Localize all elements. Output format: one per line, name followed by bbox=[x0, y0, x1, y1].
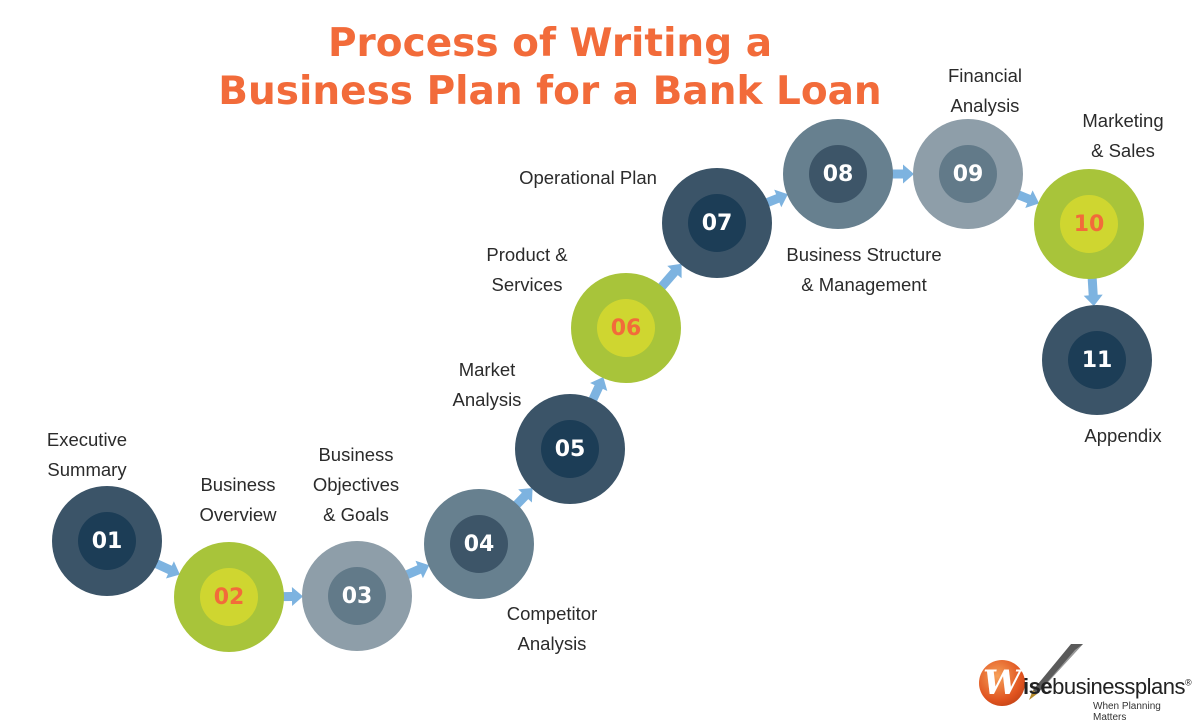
logo-wordmark: isebusinessplans® bbox=[1023, 674, 1192, 699]
step-03-number: 03 bbox=[328, 567, 386, 625]
fountain-pen-icon bbox=[1029, 644, 1083, 700]
step-11-number: 11 bbox=[1068, 331, 1126, 389]
step-01-number: 01 bbox=[78, 512, 136, 570]
title-line-2: Business Plan for a Bank Loan bbox=[218, 69, 882, 114]
step-09-number: 09 bbox=[939, 145, 997, 203]
step-04-number: 04 bbox=[450, 515, 508, 573]
step-10-label: Marketing& Sales bbox=[1082, 110, 1164, 161]
arrow-06-to-07 bbox=[657, 263, 682, 291]
step-10-circle: 10 bbox=[1034, 169, 1144, 279]
wisebusinessplans-logo: W isebusinessplans® When Planning Matter… bbox=[975, 640, 1195, 720]
arrow-02-to-03 bbox=[282, 587, 303, 606]
step-09-circle: 09 bbox=[913, 119, 1023, 229]
step-11-circle: 11 bbox=[1042, 305, 1152, 415]
step-03-circle: 03 bbox=[302, 541, 412, 651]
step-06-number: 06 bbox=[597, 299, 655, 357]
arrow-07-to-08 bbox=[764, 189, 788, 208]
step-01-circle: 01 bbox=[52, 486, 162, 596]
logo-tagline: When Planning Matters bbox=[1093, 701, 1161, 720]
step-05-circle: 05 bbox=[515, 394, 625, 504]
step-10-number: 10 bbox=[1060, 195, 1118, 253]
step-08-number: 08 bbox=[809, 145, 867, 203]
logo-w-mark: W bbox=[979, 660, 1025, 706]
arrow-01-to-02 bbox=[153, 559, 180, 579]
arrow-04-to-05 bbox=[512, 488, 533, 509]
step-04-circle: 04 bbox=[424, 489, 534, 599]
step-06-circle: 06 bbox=[571, 273, 681, 383]
title-line-1: Process of Writing a bbox=[327, 21, 773, 66]
step-05-number: 05 bbox=[541, 420, 599, 478]
step-08-label: Business Structure& Management bbox=[786, 244, 942, 295]
step-02-number: 02 bbox=[200, 568, 258, 626]
arrow-09-to-10 bbox=[1015, 190, 1040, 208]
arrow-08-to-09 bbox=[891, 164, 914, 184]
arrow-10-to-11 bbox=[1083, 276, 1103, 307]
step-06-label: Product &Services bbox=[486, 244, 568, 295]
step-02-circle: 02 bbox=[174, 542, 284, 652]
step-07-circle: 07 bbox=[662, 168, 772, 278]
step-07-label: Operational Plan bbox=[519, 167, 657, 188]
step-07-number: 07 bbox=[688, 194, 746, 252]
arrow-03-to-04 bbox=[404, 560, 430, 580]
arrow-05-to-06 bbox=[588, 377, 608, 403]
step-08-circle: 08 bbox=[783, 119, 893, 229]
step-11-label: Appendix bbox=[1084, 425, 1162, 446]
